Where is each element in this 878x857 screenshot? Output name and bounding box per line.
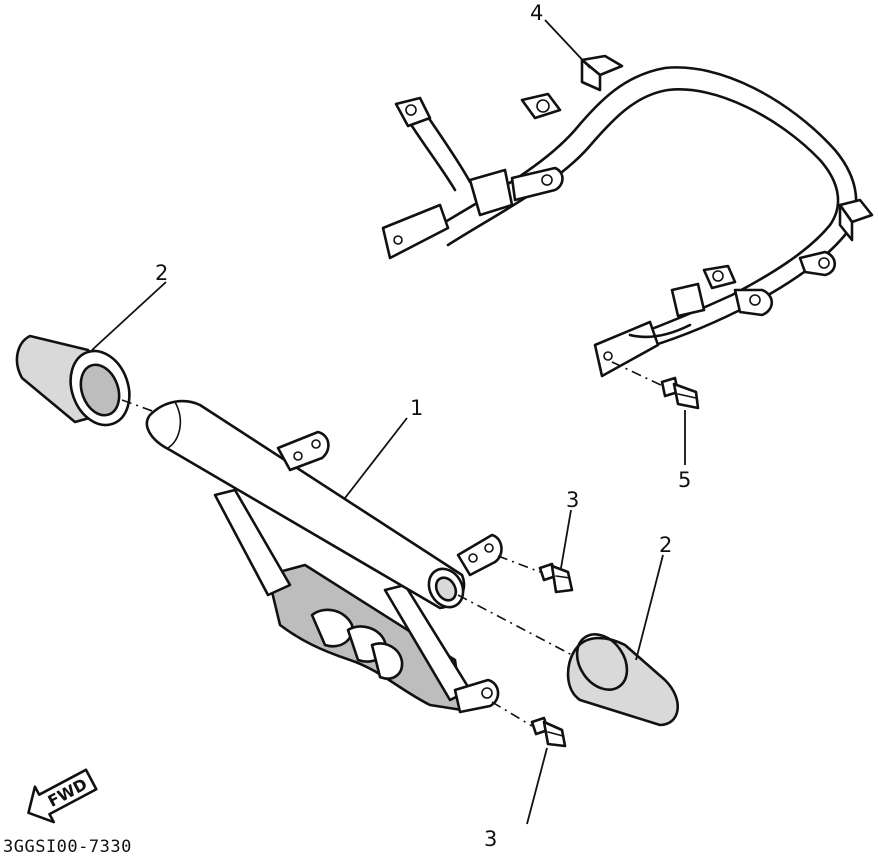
rear-frame xyxy=(381,54,874,378)
bolt-upper xyxy=(538,562,574,594)
callout-frame-bolt: 5 xyxy=(678,468,691,492)
end-cap-left xyxy=(15,334,131,427)
forward-direction-arrow: FWD xyxy=(27,768,98,824)
callout-rear-frame: 4 xyxy=(530,1,543,25)
callout-guard: 1 xyxy=(410,396,423,420)
callout-cap-right: 2 xyxy=(659,533,672,557)
leader-lines xyxy=(91,19,686,825)
callout-cap-left: 2 xyxy=(155,261,168,285)
bolt-lower xyxy=(530,716,567,748)
frame-bolt xyxy=(660,376,700,410)
callout-bolt-upper: 3 xyxy=(566,488,579,512)
callout-bolt-lower: 3 xyxy=(484,827,497,851)
front-guard xyxy=(145,399,503,714)
end-cap-right xyxy=(566,633,680,727)
assembly-lines xyxy=(121,361,664,727)
diagram-code: 3GGSI00-7330 xyxy=(3,837,132,857)
